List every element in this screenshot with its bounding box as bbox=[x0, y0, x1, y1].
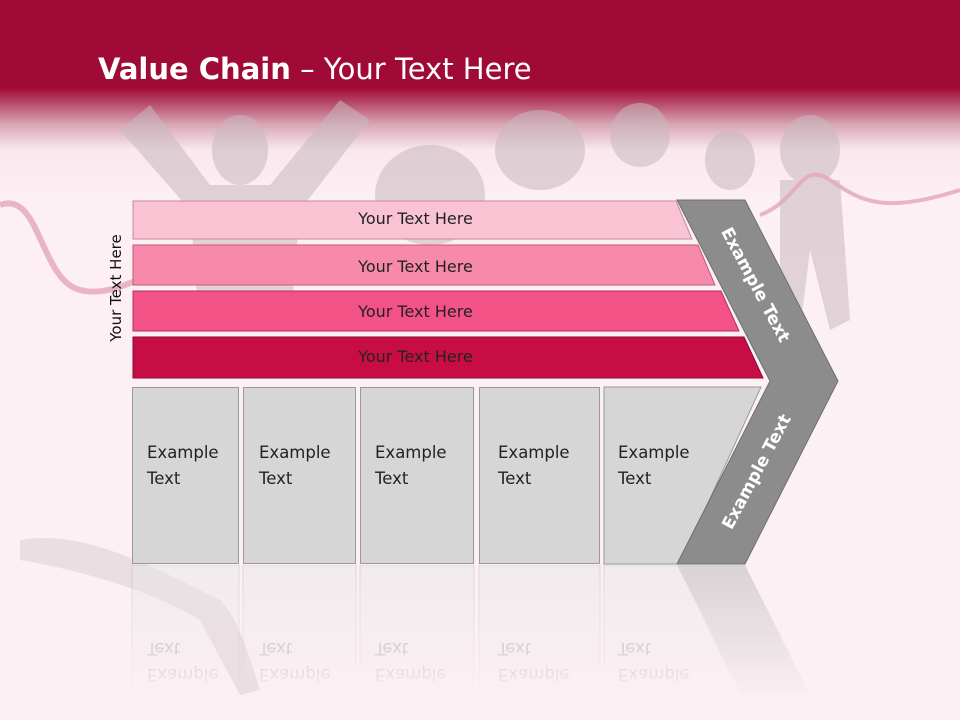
bar-4 bbox=[132, 336, 764, 379]
chevron-arrow bbox=[676, 199, 839, 565]
bar-1 bbox=[132, 200, 693, 240]
bar-3-label: Your Text Here bbox=[358, 302, 473, 321]
bar-2 bbox=[132, 244, 716, 286]
box-3 bbox=[360, 387, 474, 564]
bar-4-label: Your Text Here bbox=[358, 347, 473, 366]
slide-title: Value Chain – Your Text Here bbox=[98, 52, 532, 86]
box-2 bbox=[243, 387, 356, 564]
bar-3 bbox=[132, 290, 740, 332]
box-4 bbox=[479, 387, 600, 564]
box-1 bbox=[132, 387, 239, 564]
bar-1-label: Your Text Here bbox=[358, 209, 473, 228]
bar-2-label: Your Text Here bbox=[358, 257, 473, 276]
